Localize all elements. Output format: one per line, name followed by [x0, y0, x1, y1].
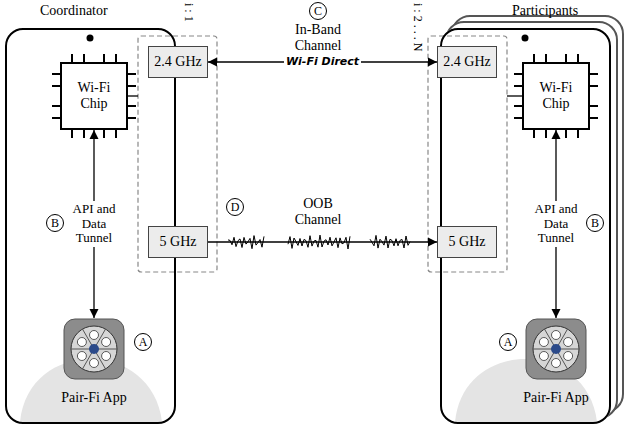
node-label: 2.4 GHz [443, 54, 490, 70]
chip-pin [545, 130, 547, 138]
index-label: i : 2 . . . N [410, 3, 425, 51]
wifi-chip: Wi-Fi Chip [522, 62, 590, 130]
node-label: 5 GHz [449, 234, 486, 250]
chip-pin [514, 73, 522, 75]
chip-pin [71, 130, 73, 138]
callout-letter: D [226, 198, 244, 216]
app-icon-person [552, 359, 561, 368]
app-icon-frame [526, 319, 586, 379]
channel-label: In-Band Channel [284, 22, 352, 54]
chip-pin [514, 105, 522, 107]
app-icon-person [564, 338, 573, 347]
chip-pin [128, 105, 136, 107]
app-icon-disc [71, 326, 117, 372]
chip-pin [590, 105, 598, 107]
radio-band-box: 5 GHz [437, 226, 497, 258]
chip-pin [83, 54, 85, 62]
channel-connector [208, 241, 437, 242]
app-icon-person [90, 359, 99, 368]
device-heading: Coordinator [40, 3, 108, 19]
link-label: Wi-Fi Direct [284, 55, 361, 70]
tunnel-label: API and Data Tunnel [67, 201, 121, 248]
device-heading: Participants [512, 3, 578, 19]
chip-pin [52, 117, 60, 119]
radio-group-outline [138, 36, 217, 272]
chip-pin [52, 105, 60, 107]
app-icon-person [539, 352, 548, 361]
chip-pin [71, 54, 73, 62]
chip-pin [577, 130, 579, 138]
chip-pin [590, 73, 598, 75]
chip-pin [103, 54, 105, 62]
node-label: Pair-Fi App [523, 390, 588, 406]
chip-pin [514, 85, 522, 87]
phone-device: ParticipantsWi-Fi Chip2.4 GHz5 GHzPair-F… [440, 28, 611, 424]
chip-pin [590, 85, 598, 87]
app-icon [63, 318, 125, 380]
node-label: 5 GHz [160, 234, 197, 250]
wifi-chip: Wi-Fi Chip [60, 62, 128, 130]
node-label: Pair-Fi App [61, 390, 126, 406]
index-label: i : 1 [181, 3, 196, 22]
node-label: Wi-Fi Chip [68, 80, 120, 112]
camera-dot [87, 35, 94, 42]
app-icon-person [102, 352, 111, 361]
chip-pin [577, 54, 579, 62]
chip-pin [565, 54, 567, 62]
app-icon-person [552, 331, 561, 340]
app-icon-person [539, 338, 548, 347]
chip-pin [514, 117, 522, 119]
app-icon-person [77, 352, 86, 361]
chip-pin [52, 73, 60, 75]
app-icon-person [564, 352, 573, 361]
chip-pin [52, 85, 60, 87]
chip-pin [83, 130, 85, 138]
radio-band-box: 5 GHz [148, 226, 208, 258]
chip-pin [590, 117, 598, 119]
app-icon-disc [533, 326, 579, 372]
channel-label: OOB Channel [284, 196, 352, 228]
chip-pin [115, 54, 117, 62]
node-label: 2.4 GHz [154, 54, 201, 70]
app-icon-person [90, 331, 99, 340]
app-icon-hub [551, 344, 561, 354]
app-icon-hub [89, 344, 99, 354]
chip-pin [115, 130, 117, 138]
app-icon-person [77, 338, 86, 347]
app-icon-person [102, 338, 111, 347]
chip-pin [533, 54, 535, 62]
chip-link [507, 95, 522, 96]
chip-pin [128, 117, 136, 119]
app-icon [525, 318, 587, 380]
chip-pin [533, 130, 535, 138]
app-block: Pair-Fi App [517, 318, 595, 418]
callout-letter: B [586, 214, 604, 232]
chip-pin [128, 85, 136, 87]
callout-letter: A [134, 333, 152, 351]
callout-letter: A [499, 333, 517, 351]
callout-letter: B [46, 214, 64, 232]
camera-dot [522, 35, 529, 42]
callout-letter: C [309, 2, 327, 20]
chip-pin [565, 130, 567, 138]
radio-band-box: 2.4 GHz [437, 46, 497, 78]
chip-pin [103, 130, 105, 138]
app-icon-frame [64, 319, 124, 379]
app-block: Pair-Fi App [55, 318, 133, 418]
node-label: Wi-Fi Chip [530, 80, 582, 112]
tunnel-label: API and Data Tunnel [529, 201, 583, 248]
chip-pin [545, 54, 547, 62]
radio-band-box: 2.4 GHz [148, 46, 208, 78]
chip-pin [128, 73, 136, 75]
chip-link [128, 95, 138, 96]
